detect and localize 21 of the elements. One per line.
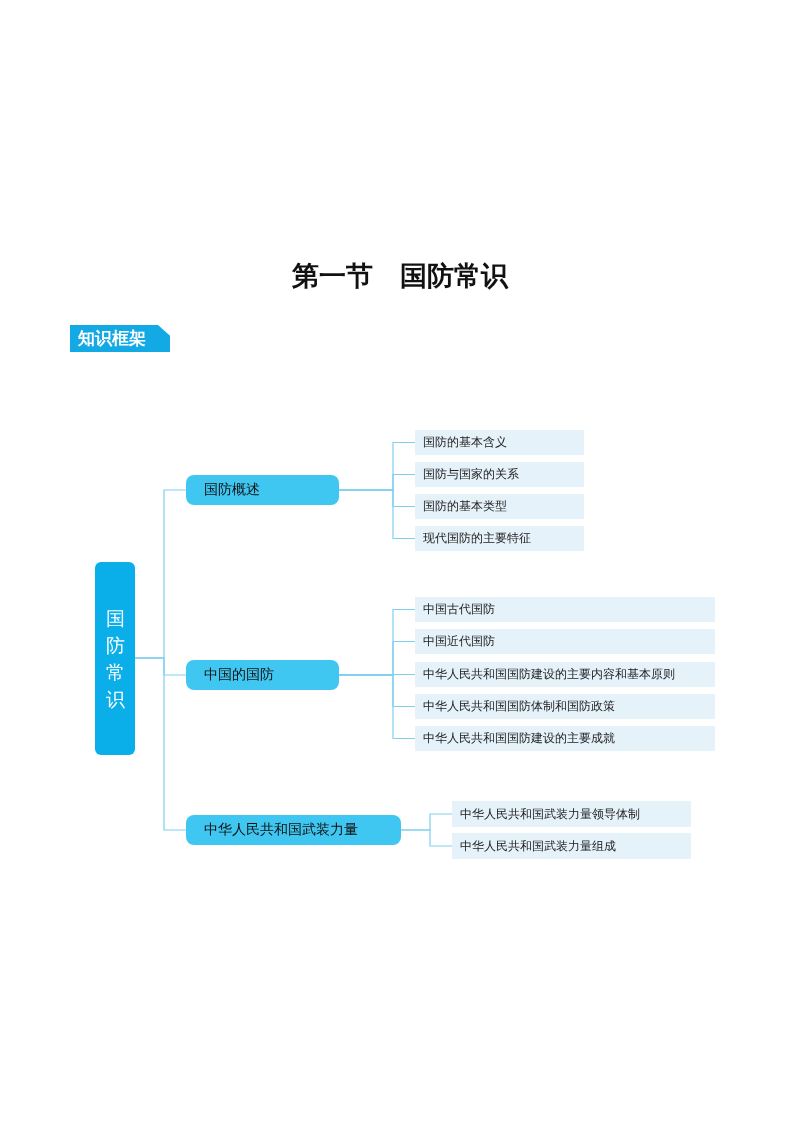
subtopic-box: 中华人民共和国国防建设的主要成就 bbox=[415, 726, 715, 751]
subtopic-box: 现代国防的主要特征 bbox=[415, 526, 584, 551]
topic-box: 中国的国防 bbox=[186, 660, 339, 690]
subtopic-box: 国防的基本类型 bbox=[415, 494, 584, 519]
section-tab: 知识框架 bbox=[70, 325, 170, 352]
root-box: 国防常识 bbox=[95, 562, 135, 755]
subtopic-box: 国防与国家的关系 bbox=[415, 462, 584, 487]
subtopic-box: 中华人民共和国国防体制和国防政策 bbox=[415, 694, 715, 719]
connector-line bbox=[338, 674, 416, 740]
page-title: 第一节 国防常识 bbox=[291, 259, 510, 293]
subtopic-box: 中国近代国防 bbox=[415, 629, 715, 654]
connector-line bbox=[134, 657, 187, 831]
connector-line bbox=[338, 489, 416, 540]
subtopic-box: 中国古代国防 bbox=[415, 597, 715, 622]
subtopic-box: 中华人民共和国国防建设的主要内容和基本原则 bbox=[415, 662, 715, 687]
connector-line bbox=[400, 829, 453, 847]
topic-box: 中华人民共和国武装力量 bbox=[186, 815, 401, 845]
topic-box: 国防概述 bbox=[186, 475, 339, 505]
subtopic-box: 中华人民共和国武装力量领导体制 bbox=[452, 801, 691, 827]
subtopic-box: 中华人民共和国武装力量组成 bbox=[452, 833, 691, 859]
subtopic-box: 国防的基本含义 bbox=[415, 430, 584, 455]
